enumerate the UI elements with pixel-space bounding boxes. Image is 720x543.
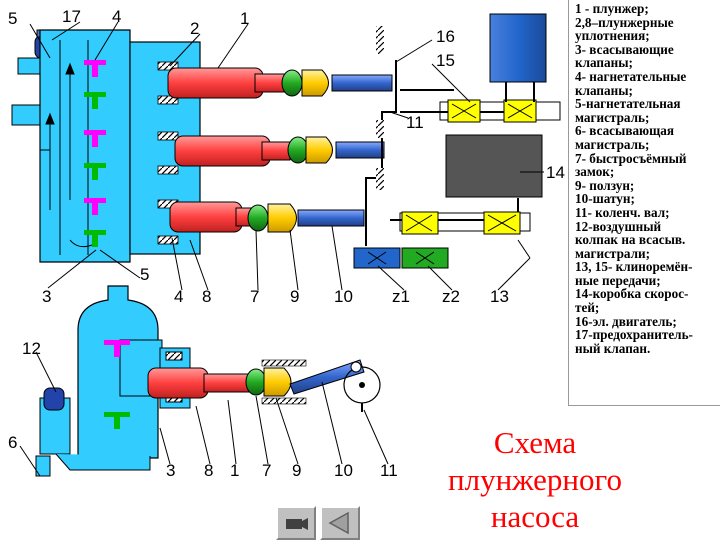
plunger-row-bottom — [147, 359, 381, 412]
camera-button[interactable] — [276, 506, 316, 540]
label-7-bottom: 7 — [262, 461, 271, 480]
legend-line: 3- всасывающие — [575, 41, 674, 57]
legend-line: 7- быстросъёмный — [575, 150, 687, 166]
legend-line: магистраль; — [575, 109, 650, 125]
legend-line: 5-нагнетательная — [575, 96, 681, 112]
legend-line: 12-воздушный — [575, 218, 662, 234]
label-10-bottom: 10 — [334, 461, 353, 480]
top-leader-lines — [29, 21, 544, 291]
legend-line: 14-коробка скорос- — [575, 286, 689, 302]
plunger-row-3 — [169, 201, 365, 233]
label-8-mid: 8 — [202, 287, 211, 306]
suction-pipe-inlet — [11, 104, 43, 126]
label-3-mid: 3 — [42, 287, 51, 306]
legend-line: замок; — [575, 164, 615, 180]
legend-panel: 1 - плунжер; 2,8–плунжерные уплотнения; … — [568, 0, 720, 406]
legend-line: магистрали; — [575, 245, 650, 261]
label-16: 16 — [436, 27, 455, 46]
connecting-rod — [289, 359, 365, 395]
label-11-bottom: 11 — [380, 461, 398, 480]
label-2: 2 — [190, 19, 199, 38]
valve-manifold — [39, 29, 131, 263]
legend-line: тей; — [575, 300, 600, 316]
back-button[interactable] — [320, 506, 360, 540]
label-9-mid: 9 — [290, 287, 299, 306]
legend-line: 16-эл. двигатель; — [575, 313, 677, 329]
flow-arrows — [40, 62, 93, 248]
label-11-top: 11 — [406, 113, 424, 132]
label-15: 15 — [436, 51, 455, 70]
label-4-top: 4 — [112, 7, 121, 26]
legend-line: 9- ползун; — [575, 177, 635, 193]
label-z2: z2 — [442, 287, 460, 306]
legend-line: 17-предохранитель- — [575, 327, 693, 343]
label-13: 13 — [490, 287, 509, 306]
label-1-bottom: 1 — [230, 461, 239, 480]
label-5-mid: 5 — [140, 265, 149, 284]
label-z1: z1 — [392, 287, 410, 306]
gearbox — [445, 134, 543, 198]
legend-line: уплотнения; — [575, 28, 650, 44]
legend-line: 10-шатун; — [575, 191, 635, 207]
camera-icon — [286, 518, 308, 530]
title-line: Схема — [493, 425, 577, 460]
suction-valves — [84, 92, 106, 247]
legend-line: ные передачи; — [575, 272, 661, 288]
label-5-top: 5 — [8, 9, 17, 28]
label-8-bottom: 8 — [204, 461, 213, 480]
label-17: 17 — [62, 7, 81, 26]
triangle-left-icon — [328, 511, 349, 535]
legend-line: 2,8–плунжерные — [575, 14, 674, 30]
belt-drive-13 — [399, 198, 531, 259]
legend-line: 4- нагнетательные — [575, 68, 687, 84]
label-12: 12 — [22, 339, 41, 358]
label-14: 14 — [546, 163, 565, 182]
label-3-bottom: 3 — [166, 461, 175, 480]
electric-motor — [489, 13, 547, 83]
label-4-mid: 4 — [174, 287, 183, 306]
diagram-labels: 5 17 4 2 1 16 15 11 14 3 5 4 8 7 9 10 z1… — [8, 7, 565, 480]
legend-line: магистраль; — [575, 136, 650, 152]
belt-drive-15 — [439, 99, 561, 123]
label-9-bottom: 9 — [292, 461, 301, 480]
label-7-mid: 7 — [250, 287, 259, 306]
label-6: 6 — [8, 433, 17, 452]
title-line: насоса — [490, 499, 580, 534]
label-10-mid: 10 — [334, 287, 353, 306]
bottom-leader-lines — [19, 351, 389, 477]
legend-line: клапаны; — [575, 82, 633, 98]
plunger-row-2 — [174, 135, 385, 167]
plunger-row-1 — [167, 67, 393, 99]
title-line: плунжерного — [448, 462, 622, 497]
slide-title: Схема плунжерного насоса — [430, 424, 640, 535]
legend-line: 11- коленч. вал; — [575, 204, 670, 220]
legend-line: колпак на всасыв. — [575, 232, 686, 248]
legend-line: 1 - плунжер; — [575, 1, 649, 16]
legend-line: 6- всасывающая — [575, 123, 674, 139]
label-1-top: 1 — [240, 9, 249, 28]
legend-line: клапаны; — [575, 55, 633, 71]
cylinder-seals — [157, 61, 179, 245]
legend-line: ный клапан. — [575, 340, 651, 356]
air-chamber — [77, 285, 159, 459]
discharge-valves — [84, 60, 106, 215]
legend-line: 13, 15- клиноремён- — [575, 259, 693, 275]
